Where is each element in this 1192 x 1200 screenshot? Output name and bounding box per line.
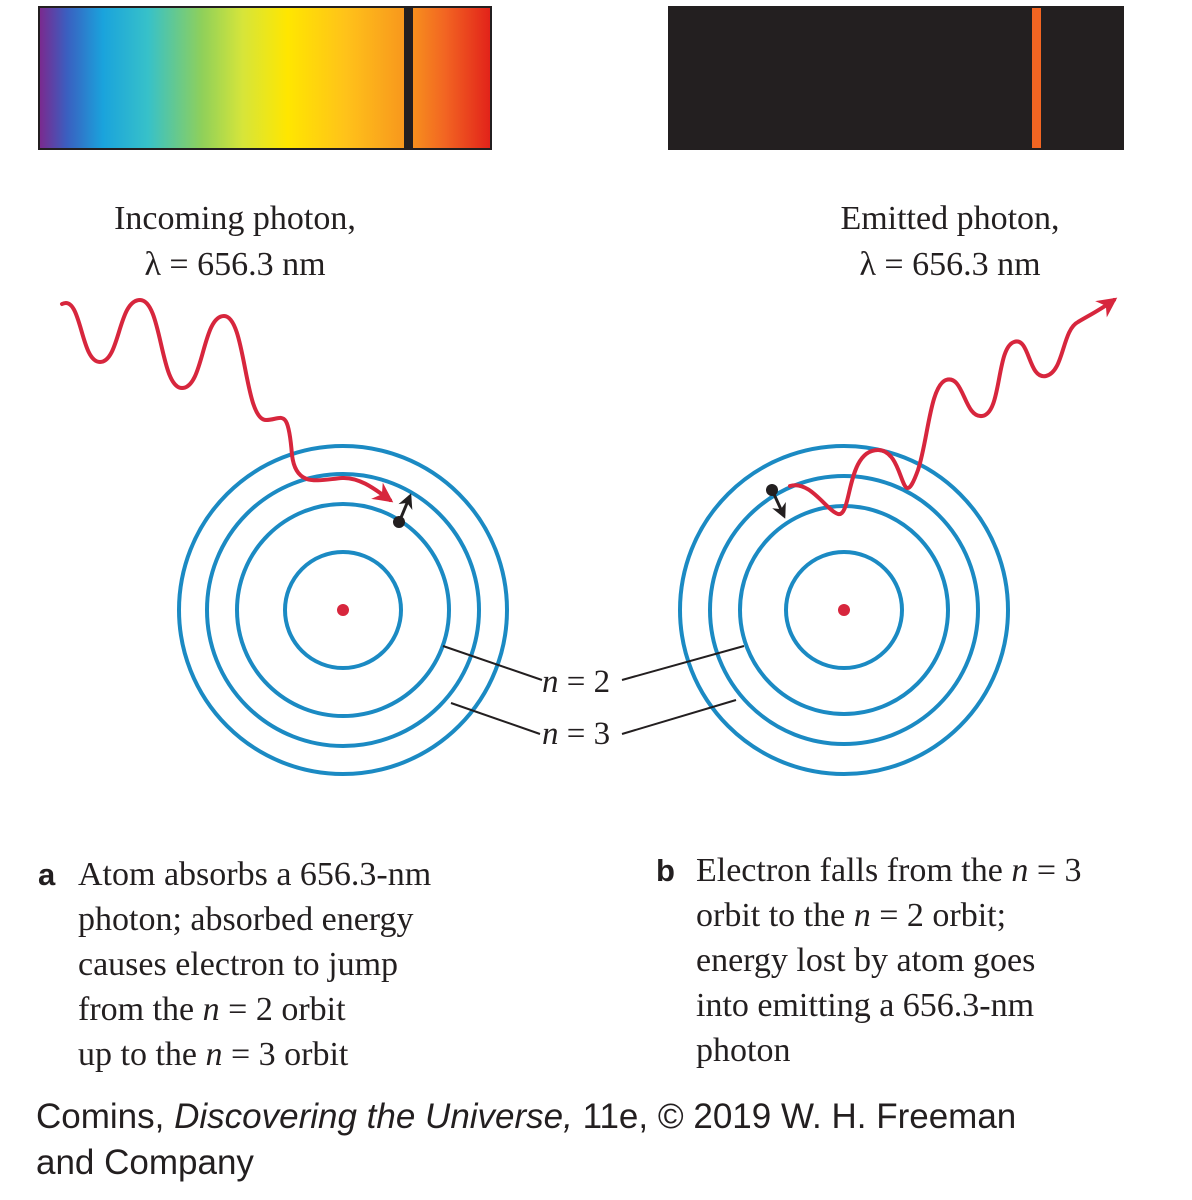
- emitted-photon-title: Emitted photon,: [840, 200, 1060, 237]
- atom-a-orbit-2: [235, 502, 451, 718]
- credit-prefix: Comins,: [36, 1097, 175, 1136]
- caption-b-line-5: photon: [696, 1032, 791, 1069]
- orbit-label-n2: n = 2: [542, 664, 610, 700]
- atom-b-orbit-3: [708, 474, 980, 746]
- electron-b: [766, 484, 778, 496]
- atom-a-orbit-1: [283, 550, 403, 670]
- caption-a-line-1: Atom absorbs a 656.3-nm: [78, 856, 432, 893]
- credit-line-2: and Company: [36, 1143, 254, 1182]
- caption-a-line-2: photon; absorbed energy: [78, 901, 414, 938]
- caption-b-letter: b: [656, 853, 675, 888]
- atom-b: [678, 444, 1010, 776]
- atom-a-orbit-3: [205, 472, 481, 748]
- caption-a-line-4: from the n = 2 orbit: [78, 991, 346, 1028]
- emitted-photon-wave: [788, 297, 1118, 516]
- atom-a-orbit-4: [177, 444, 509, 776]
- atom-b-orbit-4: [678, 444, 1010, 776]
- electron-b-fall-arrow: [771, 491, 786, 519]
- atom-diagrams: n = 2 n = 3: [60, 297, 1118, 776]
- caption-a: a Atom absorbs a 656.3-nm photon; absorb…: [38, 852, 558, 1077]
- caption-b: b Electron falls from the n = 3 orbit to…: [656, 848, 1176, 1073]
- emitted-photon-wavelength: λ = 656.3 nm: [859, 246, 1041, 283]
- incoming-photon-wave: [60, 297, 394, 503]
- absorption-spectrum: [38, 6, 492, 150]
- atom-a: [177, 444, 509, 776]
- leader-a-n3: [450, 702, 541, 735]
- orbit-label-n3: n = 3: [542, 716, 610, 752]
- emission-spectrum: [668, 6, 1124, 150]
- incoming-photon-label: Incoming photon, λ = 656.3 nm: [60, 196, 410, 288]
- emitted-photon-label: Emitted photon, λ = 656.3 nm: [780, 196, 1120, 288]
- caption-a-line-5: up to the n = 3 orbit: [78, 1036, 349, 1073]
- incoming-photon-title: Incoming photon,: [114, 200, 356, 237]
- caption-a-line-3: causes electron to jump: [78, 946, 399, 983]
- atom-b-nucleus: [838, 604, 850, 616]
- caption-b-line-2: orbit to the n = 2 orbit;: [696, 897, 1007, 934]
- leader-b-n2: [621, 645, 745, 681]
- source-credit: Comins, Discovering the Universe, 11e, ©…: [36, 1094, 1186, 1186]
- caption-b-line-4: into emitting a 656.3-nm: [696, 987, 1035, 1024]
- leader-b-n3: [621, 699, 737, 735]
- caption-b-line-1: Electron falls from the n = 3: [696, 852, 1082, 889]
- electron-a: [393, 516, 405, 528]
- atom-b-orbit-1: [784, 550, 904, 670]
- credit-suffix: 11e, © 2019 W. H. Freeman: [572, 1097, 1017, 1136]
- caption-a-letter: a: [38, 857, 56, 892]
- atom-a-nucleus: [337, 604, 349, 616]
- caption-b-line-3: energy lost by atom goes: [696, 942, 1036, 979]
- credit-book-title: Discovering the Universe,: [174, 1097, 573, 1136]
- absorption-line: [404, 8, 413, 148]
- emission-line: [1032, 8, 1041, 148]
- leader-a-n2: [442, 645, 543, 681]
- incoming-photon-wavelength: λ = 656.3 nm: [144, 246, 326, 283]
- electron-a-jump-arrow: [398, 493, 413, 521]
